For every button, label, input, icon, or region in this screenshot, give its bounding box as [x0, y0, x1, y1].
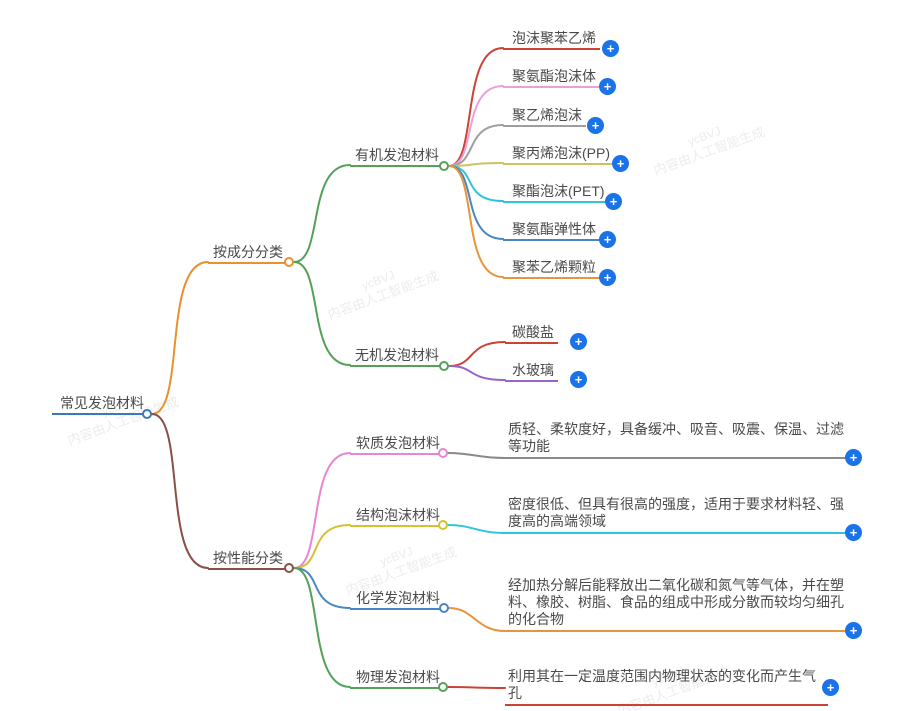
soft-foam-collapse-dot[interactable] — [438, 448, 448, 458]
by-composition-collapse-dot[interactable] — [284, 257, 294, 267]
expand-button[interactable]: + — [822, 679, 839, 696]
expand-button[interactable]: + — [845, 449, 862, 466]
plus-icon: + — [849, 525, 858, 540]
leaf-node[interactable]: 聚丙烯泡沫(PP) — [503, 145, 614, 165]
expand-button[interactable]: + — [570, 371, 587, 388]
plus-icon: + — [849, 450, 858, 465]
expand-button[interactable]: + — [599, 231, 616, 248]
plus-icon: + — [826, 680, 835, 695]
leaf-node[interactable]: 聚氨酯泡沫体 — [503, 68, 600, 88]
expand-button[interactable]: + — [602, 40, 619, 57]
structural-foam-collapse-dot[interactable] — [438, 520, 448, 530]
node-root[interactable]: 常见发泡材料 — [52, 395, 148, 415]
expand-button[interactable]: + — [599, 269, 616, 286]
node-soft-foam[interactable]: 软质发泡材料 — [350, 435, 444, 455]
plus-icon: + — [606, 41, 615, 56]
leaf-node[interactable]: 泡沫聚苯乙烯 — [503, 30, 600, 50]
expand-button[interactable]: + — [612, 155, 629, 172]
organic-collapse-dot[interactable] — [439, 161, 449, 171]
soft-foam-description[interactable]: 质轻、柔软度好，具备缓冲、吸音、吸震、保温、过滤等功能 — [505, 421, 850, 459]
node-by-composition[interactable]: 按成分分类 — [208, 244, 287, 264]
expand-button[interactable]: + — [570, 333, 587, 350]
physical-foam-collapse-dot[interactable] — [438, 682, 448, 692]
node-organic[interactable]: 有机发泡材料 — [350, 147, 443, 167]
inorganic-collapse-dot[interactable] — [439, 361, 449, 371]
structural-foam-description[interactable]: 密度很低、但具有很高的强度，适用于要求材料轻、强度高的高端领域 — [505, 496, 850, 534]
node-physical-foam[interactable]: 物理发泡材料 — [350, 669, 444, 689]
plus-icon: + — [603, 270, 612, 285]
plus-icon: + — [609, 194, 618, 209]
plus-icon: + — [616, 156, 625, 171]
node-by-performance[interactable]: 按性能分类 — [208, 550, 287, 570]
leaf-node[interactable]: 水玻璃 — [505, 362, 558, 382]
leaf-node[interactable]: 碳酸盐 — [505, 324, 558, 344]
expand-button[interactable]: + — [845, 622, 862, 639]
plus-icon: + — [603, 232, 612, 247]
chemical-foam-collapse-dot[interactable] — [439, 603, 449, 613]
leaf-node[interactable]: 聚氨酯弹性体 — [503, 221, 600, 241]
expand-button[interactable]: + — [845, 524, 862, 541]
expand-button[interactable]: + — [599, 78, 616, 95]
plus-icon: + — [849, 623, 858, 638]
expand-button[interactable]: + — [587, 117, 604, 134]
plus-icon: + — [591, 118, 600, 133]
expand-button[interactable]: + — [605, 193, 622, 210]
node-inorganic[interactable]: 无机发泡材料 — [350, 347, 443, 367]
leaf-node[interactable]: 聚乙烯泡沫 — [503, 107, 586, 127]
leaf-node[interactable]: 聚苯乙烯颗粒 — [503, 259, 600, 279]
root-collapse-dot[interactable] — [142, 409, 152, 419]
leaf-node[interactable]: 聚酯泡沫(PET) — [503, 183, 609, 203]
chemical-foam-description[interactable]: 经加热分解后能释放出二氧化碳和氮气等气体，并在塑料、橡胶、树脂、食品的组成中形成… — [505, 577, 850, 632]
plus-icon: + — [574, 334, 583, 349]
node-chemical-foam[interactable]: 化学发泡材料 — [350, 590, 444, 610]
by-performance-collapse-dot[interactable] — [284, 563, 294, 573]
plus-icon: + — [603, 79, 612, 94]
physical-foam-description[interactable]: 利用其在一定温度范围内物理状态的变化而产生气孔 — [505, 668, 828, 706]
node-structural-foam[interactable]: 结构泡沫材料 — [350, 507, 444, 527]
plus-icon: + — [574, 372, 583, 387]
